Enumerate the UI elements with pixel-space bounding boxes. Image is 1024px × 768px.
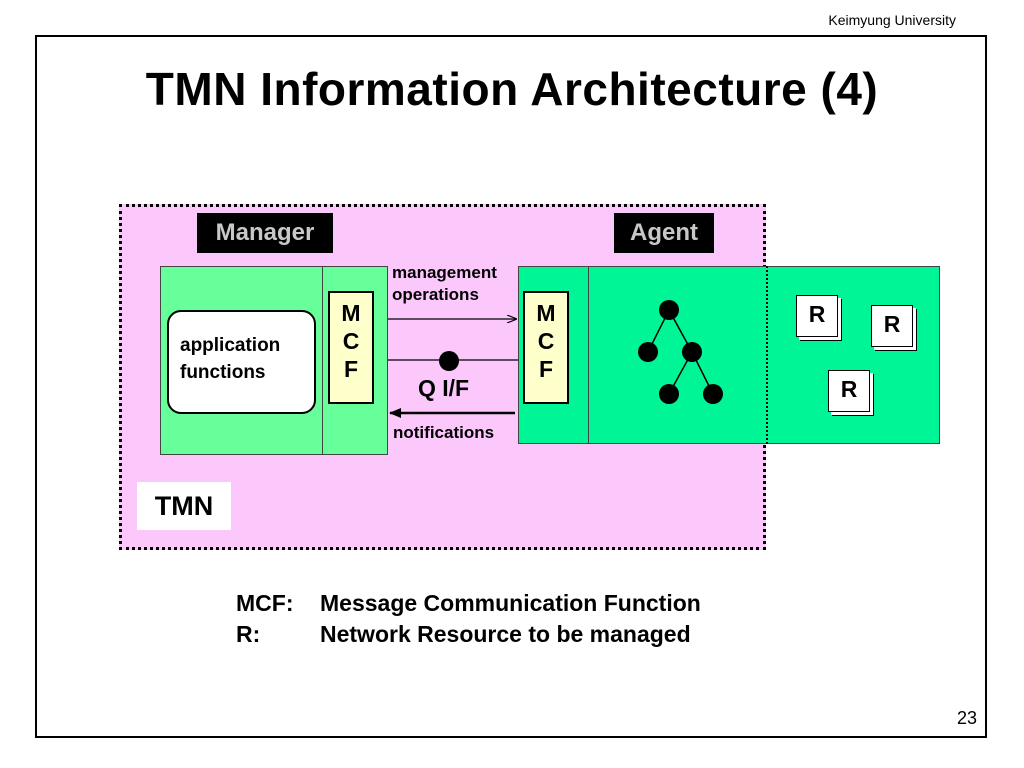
manager-mcf-box: M C F — [328, 291, 374, 404]
mcf-letter: F — [343, 356, 359, 382]
manager-divider — [322, 266, 323, 455]
agent-divider — [588, 266, 589, 444]
tmn-boundary-divider — [766, 266, 768, 444]
q-interface-point — [439, 351, 459, 371]
tree-node — [682, 342, 702, 362]
legend-definition: Message Communication Function — [320, 590, 701, 616]
slide-frame — [35, 35, 987, 738]
legend-term: MCF: — [236, 590, 294, 616]
management-line1: management — [392, 263, 497, 282]
mcf-letter: F — [538, 356, 554, 382]
tmn-label: TMN — [137, 482, 231, 530]
agent-label: Agent — [614, 213, 714, 253]
mcf-letter: C — [342, 328, 360, 354]
manager-label: Manager — [197, 213, 333, 253]
legend: MCF: Message Communication Function R: N… — [236, 588, 701, 650]
legend-row: MCF: Message Communication Function — [236, 588, 701, 619]
tree-node — [659, 300, 679, 320]
legend-row: R: Network Resource to be managed — [236, 619, 701, 650]
management-line2: operations — [392, 285, 479, 304]
slide-title: TMN Information Architecture (4) — [145, 63, 879, 115]
tree-node — [638, 342, 658, 362]
mcf-letter: C — [537, 328, 555, 354]
tree-node — [703, 384, 723, 404]
mcf-letter: M — [536, 300, 556, 326]
legend-definition: Network Resource to be managed — [320, 621, 691, 647]
managed-object-tree — [638, 300, 723, 404]
application-functions-line2: functions — [180, 362, 266, 383]
agent-mcf-box: M C F — [523, 291, 569, 404]
mcf-letter: M — [341, 300, 361, 326]
management-operations-label: management operations — [392, 262, 497, 306]
resource-box: R — [871, 305, 913, 347]
header-organization: Keimyung University — [828, 12, 956, 28]
page-number: 23 — [956, 708, 977, 728]
tree-node — [659, 384, 679, 404]
legend-term: R: — [236, 621, 261, 647]
notifications-label: notifications — [393, 423, 495, 442]
q-interface-label: Q I/F — [418, 375, 470, 401]
application-functions-box: application functions — [167, 310, 316, 414]
application-functions-line1: application — [180, 335, 281, 356]
resource-box: R — [796, 295, 838, 337]
resource-box: R — [828, 370, 870, 412]
